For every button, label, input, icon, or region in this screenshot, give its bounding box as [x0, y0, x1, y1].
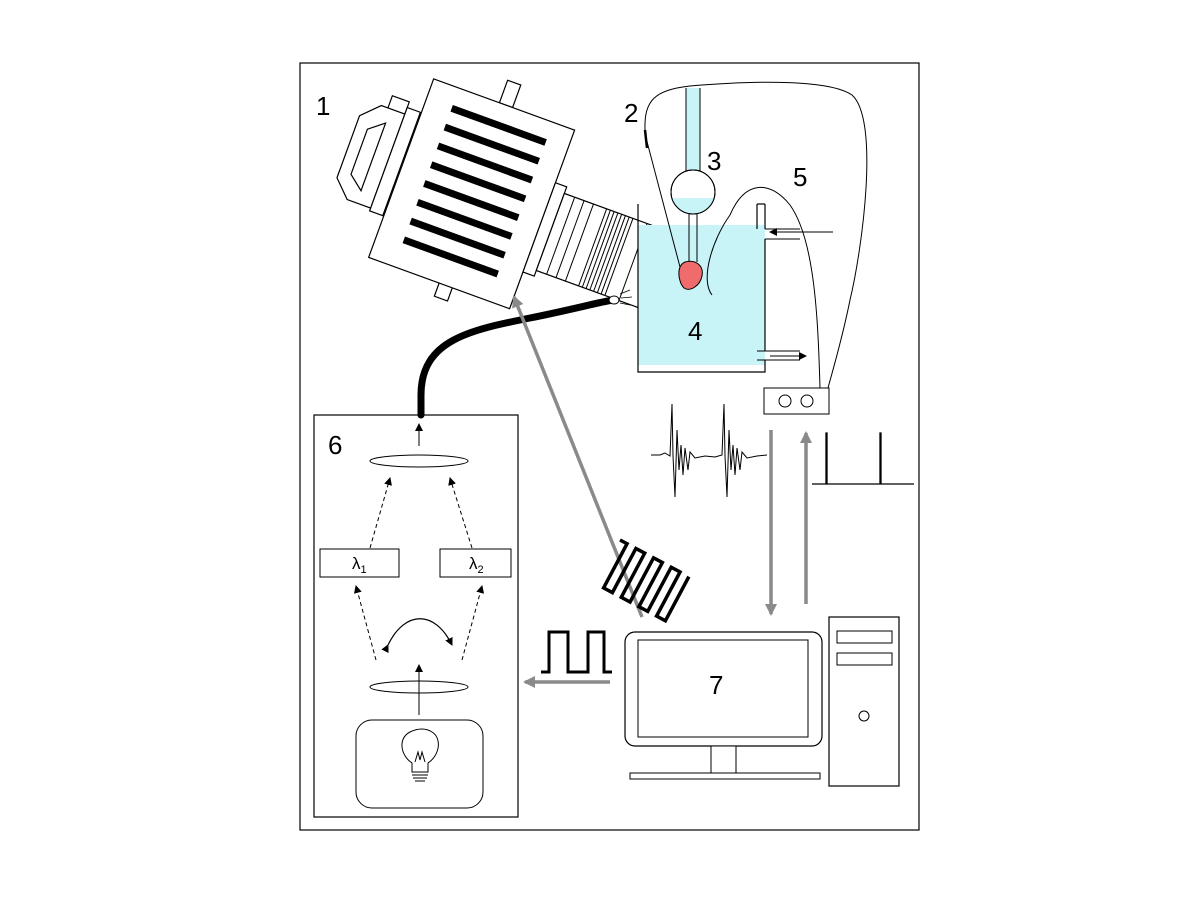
svg-text:λ2: λ2 — [469, 554, 484, 576]
stimulation-electrode — [643, 81, 868, 389]
label-recording-electrode: 5 — [793, 162, 807, 192]
stimulus-pulses — [812, 432, 914, 485]
trigger-arrow-to-camera — [512, 295, 644, 618]
label-bath: 4 — [688, 316, 702, 346]
camera-trigger-pulses — [601, 538, 691, 624]
filter-lambda1 — [319, 548, 400, 578]
cannula — [670, 88, 716, 262]
label-light-source: 6 — [328, 430, 342, 460]
computer-tower — [828, 616, 900, 787]
label-cannula: 3 — [707, 146, 721, 176]
recording-electrode — [706, 187, 821, 389]
heart-sample — [678, 260, 703, 290]
camera — [336, 78, 669, 310]
fiber-optic-cable — [417, 296, 617, 419]
lambda1-subscript: 1 — [361, 564, 367, 576]
lambda2-subscript: 2 — [478, 564, 484, 576]
recorded-signal-trace — [651, 403, 768, 498]
light-source-box — [313, 414, 519, 818]
outer-frame — [299, 62, 920, 831]
lambda2-symbol: λ — [469, 554, 478, 573]
filter-lambda2 — [439, 548, 512, 578]
label-camera: 1 — [316, 91, 330, 121]
lens-top — [369, 454, 469, 468]
bath-solution — [638, 225, 765, 365]
light-bulb-icon — [401, 728, 439, 782]
lamp-housing — [355, 719, 484, 809]
label-stimulation-electrode: 2 — [624, 98, 638, 128]
svg-text:λ1: λ1 — [352, 554, 367, 576]
square-wave-signal — [541, 630, 612, 674]
fiber-tip — [608, 289, 633, 306]
amplifier-box — [763, 387, 830, 415]
perfusion-bath — [637, 203, 833, 373]
label-computer: 7 — [709, 670, 723, 700]
lambda1-symbol: λ — [352, 554, 361, 573]
computer-monitor — [624, 631, 823, 780]
